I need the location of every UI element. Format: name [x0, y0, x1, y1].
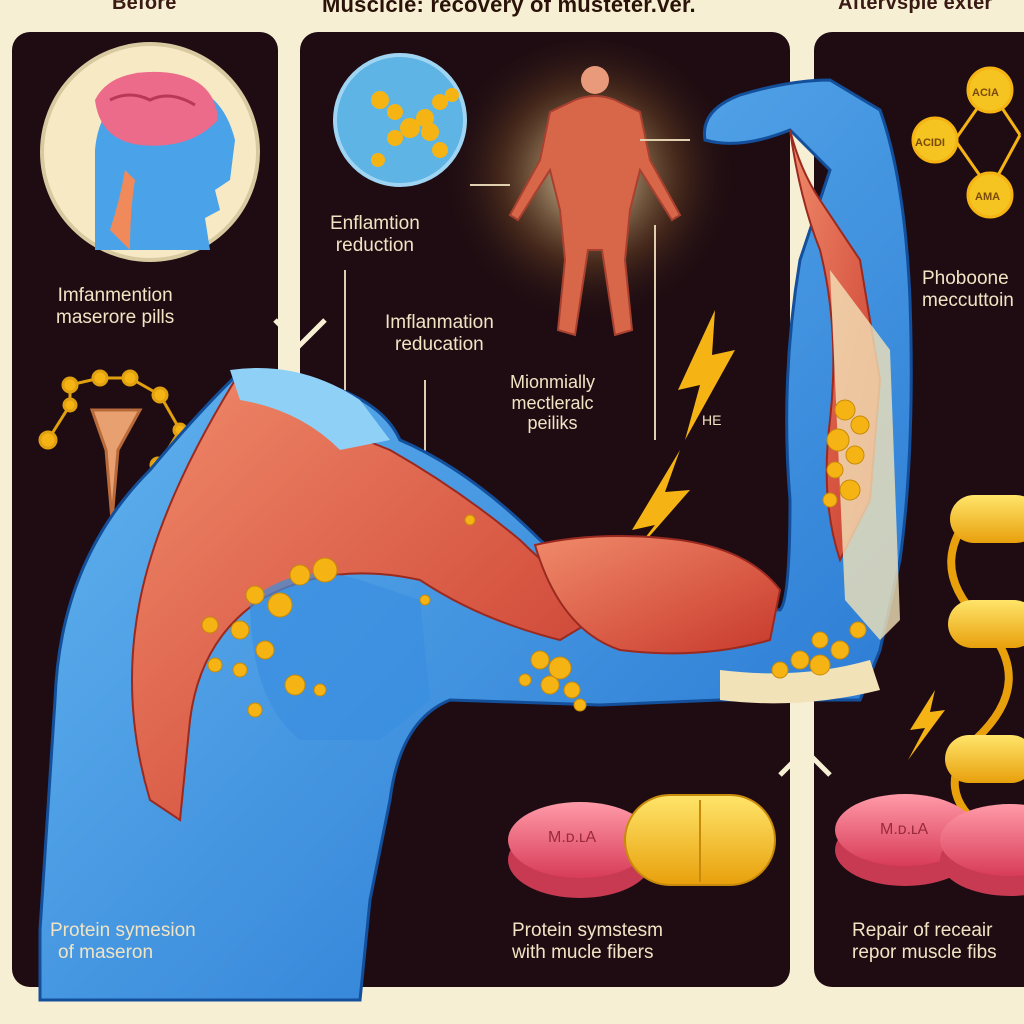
arrow-up-icon: [778, 746, 832, 777]
header-title: Muscicle: recovery of musteter.ver.: [322, 0, 696, 17]
label-line: peiliks: [527, 413, 578, 434]
arrow-down-icon: [273, 318, 327, 349]
label-line: mectleralc: [511, 392, 594, 413]
label-line: with mucle fibers: [512, 941, 654, 963]
acid-label: AMA: [975, 191, 1000, 203]
pill-imprint: M.ᴅ.ʟA: [548, 829, 597, 846]
label-line: reduction: [335, 234, 414, 256]
label-line: meccuttoin: [922, 289, 1014, 311]
lightning-icon: [678, 310, 735, 440]
label-line: reducation: [395, 333, 484, 355]
label-minimally: Mionmially mectleralc peiliks: [510, 372, 595, 434]
label-line: of maseron: [58, 941, 154, 963]
molecule-cluster-icon: [371, 88, 459, 167]
header-after: Aftervsple exter: [838, 0, 993, 14]
label-line: Phoboone: [922, 268, 1009, 289]
label-protein-left: Protein symesion of maseron: [50, 920, 196, 964]
acid-label: ACIDI: [915, 137, 945, 149]
arm-muscle-icon: [38, 78, 913, 1002]
pill-imprint: M.ᴅ.ʟA: [880, 821, 929, 838]
pills-icon: [508, 794, 776, 898]
label-enflamation-reduction: Enflamtion reduction: [330, 213, 420, 257]
human-body-icon: [508, 66, 682, 337]
label-line: Enflamtion: [330, 213, 420, 234]
header-before: Before: [112, 0, 177, 14]
brain-head-icon: [40, 42, 260, 262]
acid-label: ACIA: [972, 87, 999, 99]
label-line: Protein symstesm: [512, 920, 663, 941]
label-line: Imflanmation: [385, 312, 494, 333]
label-line: Mionmially: [510, 372, 596, 392]
capsule-helix-icon: [945, 495, 1024, 834]
label-inflammation-pills: Imfanmention maserore pills: [56, 285, 174, 329]
label-inflammation-reduction: Imflanmation reducation: [385, 312, 494, 356]
label-repair: Repair of receair repor muscle fibs: [852, 920, 997, 964]
label-line: Repair of receair: [852, 920, 993, 941]
molecule-cluster-icon: [201, 399, 870, 718]
label-line: Imfanmention: [57, 285, 173, 306]
label-protein-mid: Protein symstesm with mucle fibers: [512, 920, 663, 964]
pills-icon: [835, 794, 1024, 896]
label-phoboone: Phoboone meccuttoin: [922, 268, 1014, 312]
molecule-circle-icon: [333, 53, 467, 187]
label-he: HE: [702, 412, 722, 428]
lightning-icon: [908, 690, 945, 760]
acid-molecule-icon: [911, 66, 1022, 219]
label-line: Protein symesion: [50, 920, 196, 941]
label-line: maserore pills: [56, 306, 175, 328]
lightning-icon: [620, 450, 690, 570]
label-line: repor muscle fibs: [852, 941, 997, 963]
